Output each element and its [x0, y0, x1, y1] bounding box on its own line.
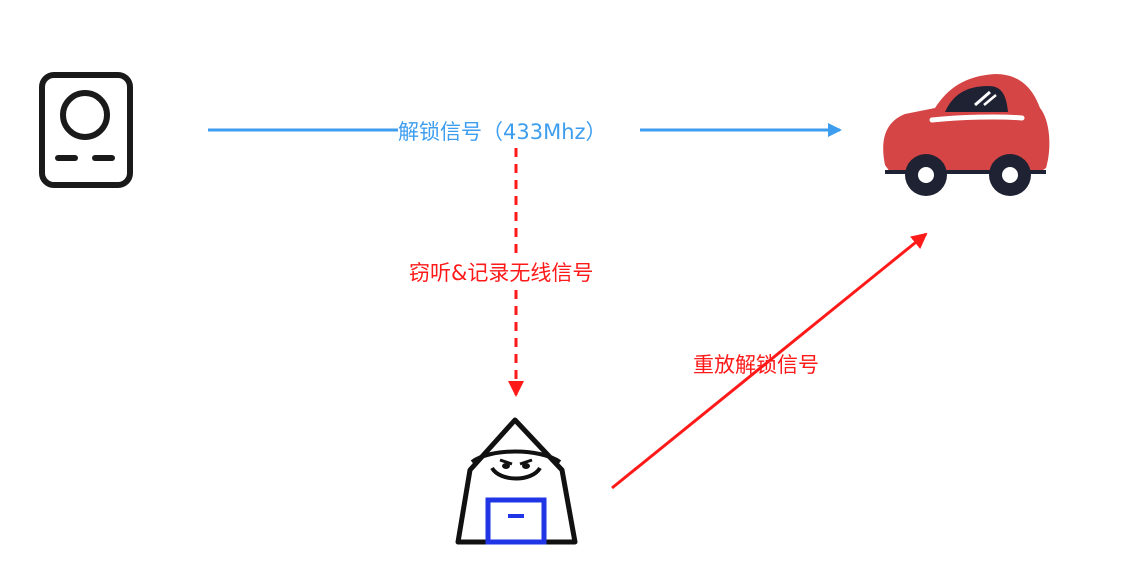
laptop-icon: [485, 497, 547, 545]
remote-key-icon: [39, 72, 133, 188]
sniff-label: 窃听&记录无线信号: [409, 261, 593, 285]
replay-label: 重放解锁信号: [693, 353, 819, 377]
hacker-icon: [455, 417, 578, 545]
car-icon: [883, 74, 1050, 196]
unlock-signal-label: 解锁信号（433Mhz）: [398, 120, 607, 144]
replay-arrow: [611, 232, 928, 490]
